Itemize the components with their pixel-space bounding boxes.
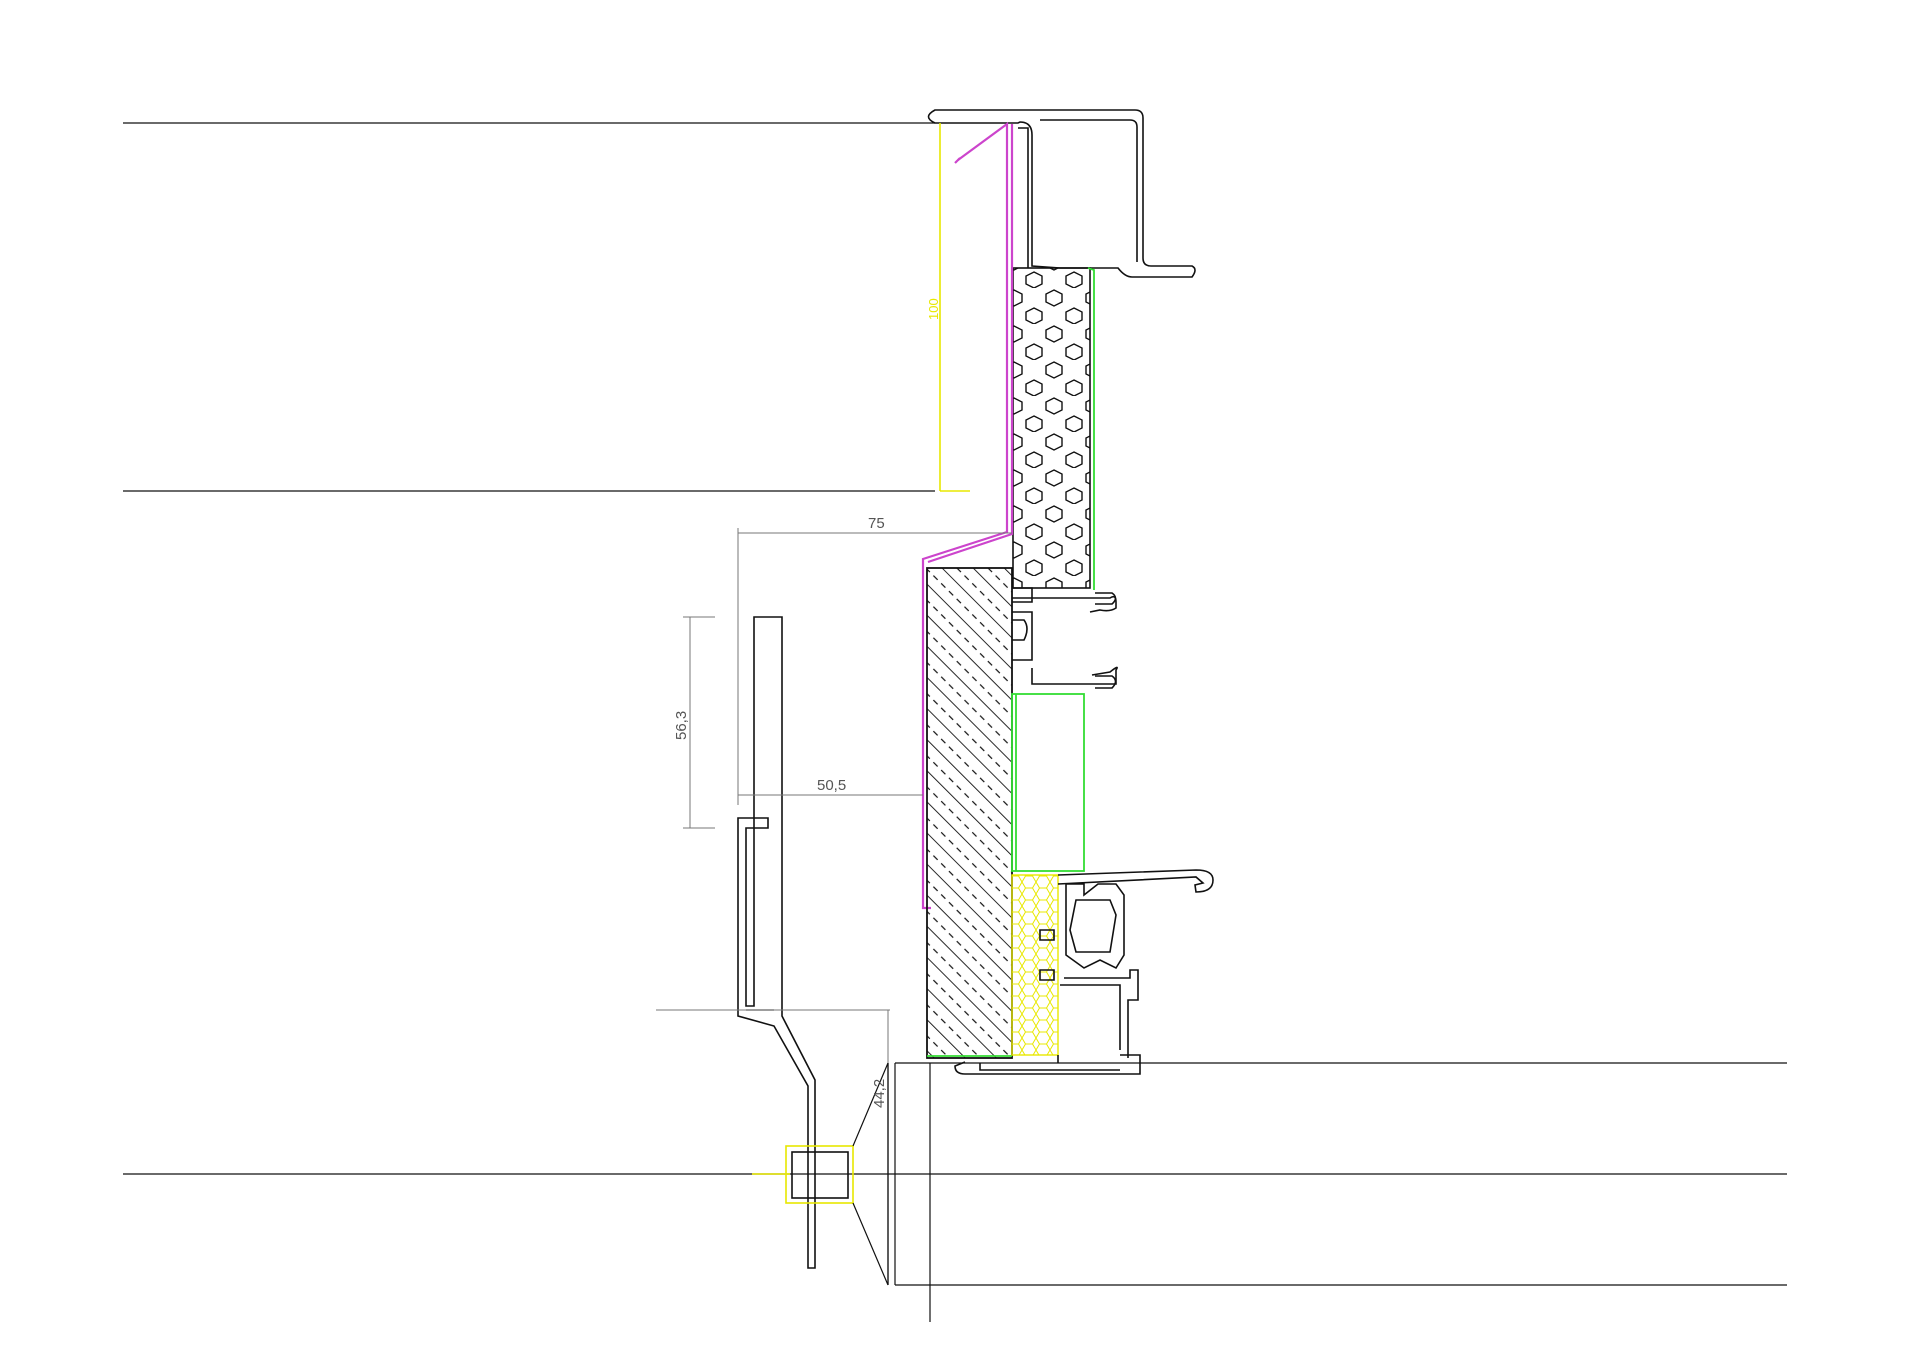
support-bracket (737, 616, 816, 1269)
top-frame-profile (927, 109, 1196, 278)
hatched-panel (926, 567, 1013, 1059)
dim-75-label: 75 (868, 515, 885, 532)
dim-56-3-label: 56,3 (673, 711, 690, 740)
dimension-44-2: 44,2 (656, 1009, 890, 1108)
dim-100-label: 100 (926, 298, 941, 320)
reference-lines (123, 122, 1787, 1322)
lower-frame-profile (954, 869, 1214, 1075)
anchor-square (752, 1145, 854, 1204)
middle-frame-profile (1012, 587, 1118, 689)
connector-wedge (852, 1062, 889, 1286)
dimension-75: 75 (737, 515, 1012, 805)
hex-insulation (1012, 267, 1095, 590)
dimension-100: 100 (926, 123, 970, 492)
glazing-bead (1011, 693, 1085, 872)
dim-44-2-label: 44,2 (871, 1079, 888, 1108)
dim-50-5-label: 50,5 (817, 777, 846, 794)
flashing-profile (921, 121, 1014, 910)
dimension-56-3: 56,3 (673, 616, 715, 829)
dimension-50-5: 50,5 (738, 777, 923, 796)
